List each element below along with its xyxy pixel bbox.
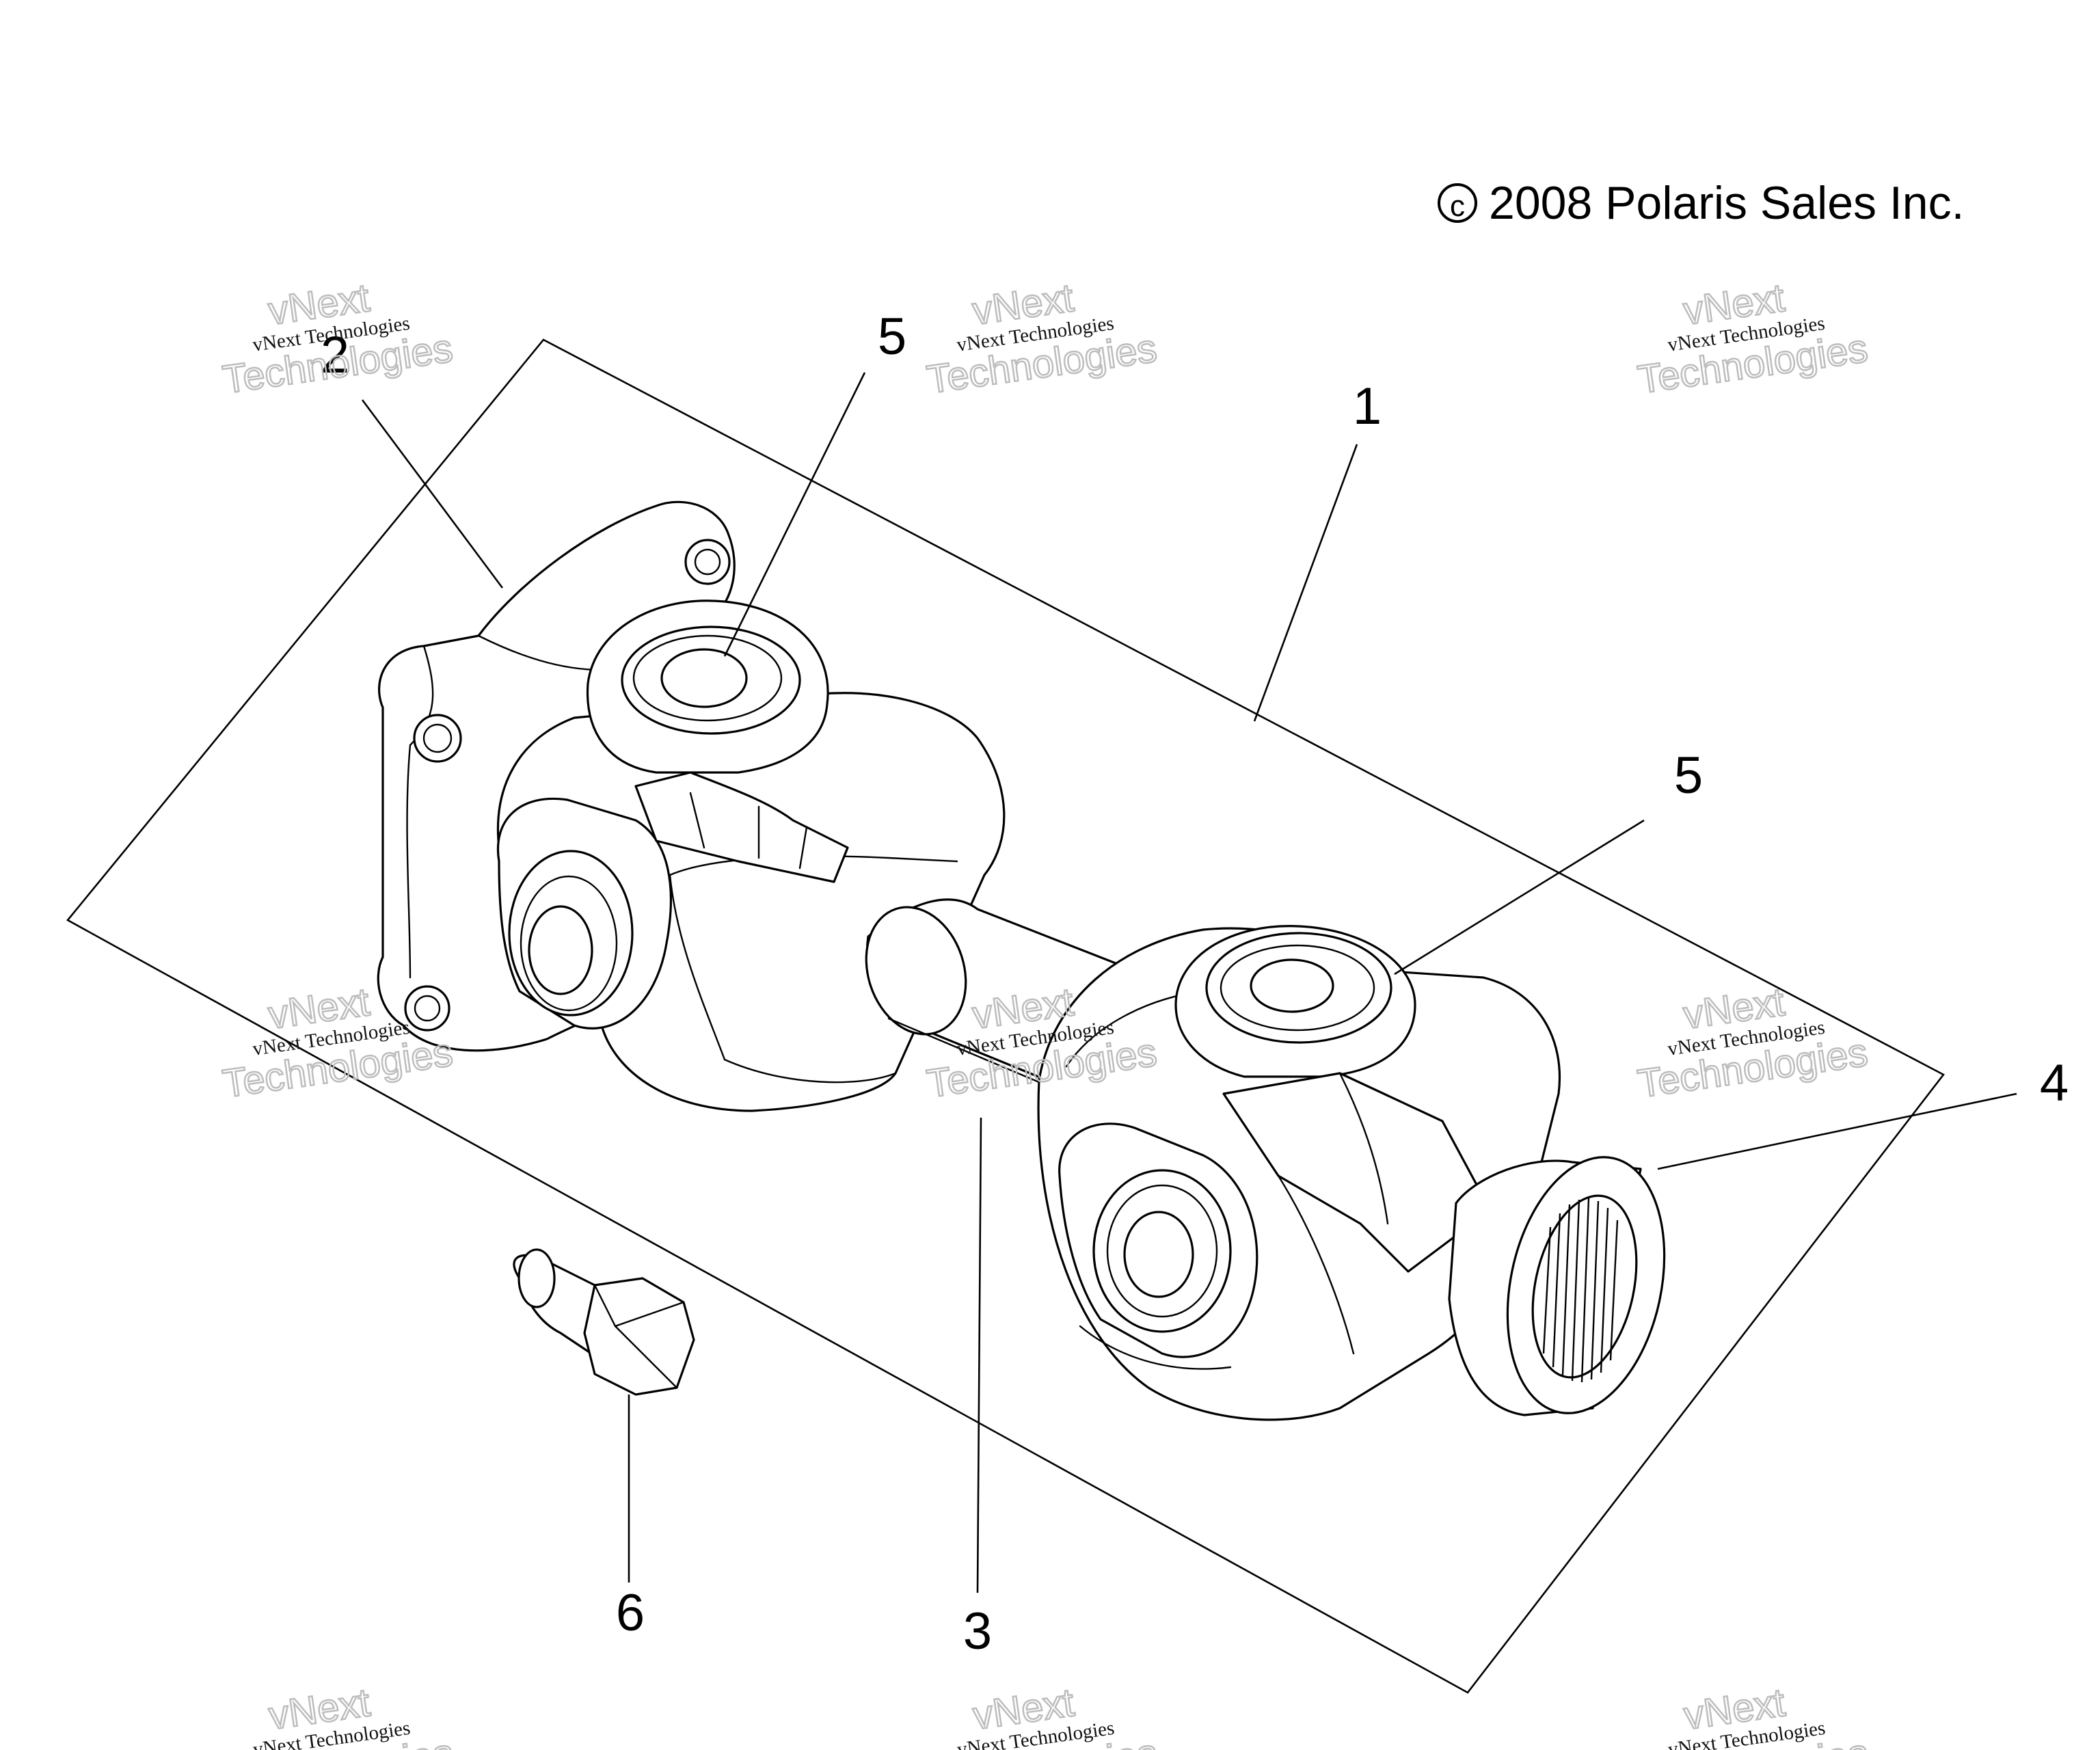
copyright-symbol: c [1450, 189, 1465, 223]
left-side-cap-center [528, 905, 593, 995]
flange-hole-top [684, 539, 731, 585]
callout-1: 1 [1353, 377, 1382, 435]
callout-5-right: 5 [1674, 746, 1703, 805]
watermark-top-right: vNext Technologies vNext Technologies [1634, 275, 1872, 403]
assembly-frame [66, 338, 1945, 1694]
flange-hole-left [413, 714, 462, 763]
right-bearing-cap-top [1174, 925, 1416, 1078]
watermark-bottom-right: vNext Technologies vNext Technologies [1634, 1680, 1872, 1750]
copyright: c 2008 Polaris Sales Inc. [1438, 177, 1965, 229]
callout-6: 6 [616, 1584, 645, 1642]
spline-teeth [1542, 1198, 1619, 1383]
watermark-top-center: vNext Technologies vNext Technologies [924, 275, 1161, 403]
left-spider [634, 771, 849, 883]
leader-lines [361, 372, 2017, 1593]
right-cap-center [1250, 958, 1334, 1013]
right-bearing-side [1058, 1122, 1258, 1358]
callout-2: 2 [321, 326, 349, 384]
watermark-mid-right: vNext Technologies vNext Technologies [1634, 979, 1872, 1107]
copyright-circle [1438, 183, 1477, 223]
right-spider [1222, 1072, 1492, 1355]
flange-hole-bottom [404, 985, 450, 1032]
callout-4: 4 [2040, 1054, 2069, 1112]
left-cap-center [660, 648, 748, 708]
callout-3: 3 [963, 1602, 992, 1660]
splined-coupler [1448, 1156, 1666, 1416]
callout-5-left: 5 [878, 308, 906, 366]
watermark-bottom-center: vNext Technologies vNext Technologies [924, 1680, 1161, 1750]
right-side-cap-center [1123, 1211, 1194, 1298]
watermark-top-left: vNext Technologies vNext Technologies [219, 275, 457, 403]
left-bearing-side [497, 798, 672, 1029]
bolt [513, 1248, 695, 1396]
watermark-bottom-left: vNext Technologies vNext Technologies [219, 1680, 457, 1750]
left-bearing-cap-top [586, 600, 829, 774]
copyright-text: 2008 Polaris Sales Inc. [1489, 177, 1965, 229]
